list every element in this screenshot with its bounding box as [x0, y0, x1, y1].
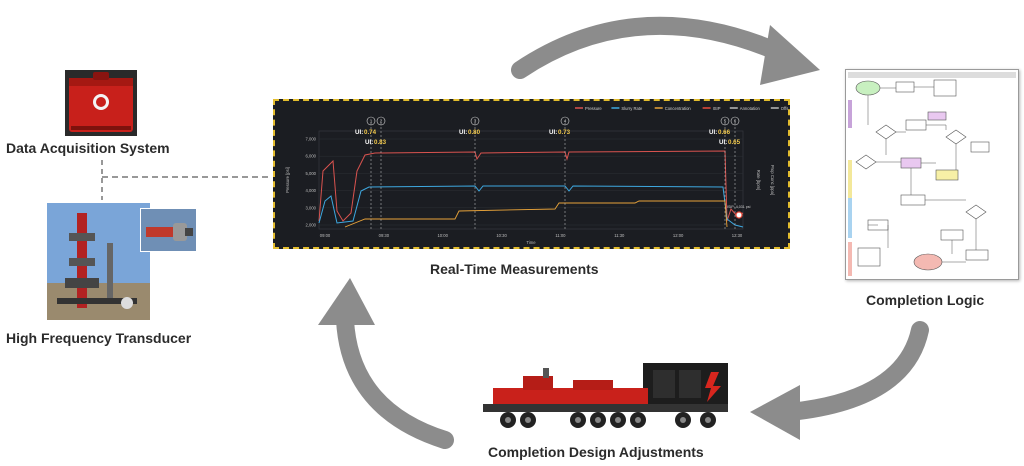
x-tick-label: 10:30 [496, 233, 507, 238]
marker-ui-label: UI: [355, 129, 363, 136]
marker-circle [376, 116, 386, 126]
completion-logic-flowchart [845, 69, 1019, 280]
legend-entry: Pressure [585, 106, 602, 111]
marker-number: 2 [380, 119, 383, 124]
series-concentration [344, 200, 728, 228]
marker-ui-label: UI: [365, 139, 373, 146]
real-time-chart-panel: Pressure Slurry Rate Concentration ISIP Anno… [273, 99, 790, 249]
y-tick-label: 6,000 [306, 154, 317, 159]
x-tick-label: 11:00 [555, 233, 566, 238]
isip-annotation: ISIP: 4,031 psi [727, 205, 751, 209]
marker-ui-label: UI: [459, 129, 467, 136]
marker-ui-value: 0.74 [364, 129, 377, 136]
marker-number: 6 [734, 119, 737, 124]
x-tick-label: 09:00 [320, 233, 331, 238]
y-tick-label: 5,000 [306, 171, 317, 176]
data-acquisition-case-image [65, 70, 137, 136]
data-acquisition-label: Data Acquisition System [6, 140, 170, 156]
legend-entry: Slurry Rate [621, 106, 643, 111]
x-tick-label: 12:00 [673, 233, 684, 238]
real-time-label: Real-Time Measurements [430, 261, 599, 277]
marker-number: 3 [474, 119, 477, 124]
legend-entry: Concentration [665, 106, 692, 111]
marker-ui-value: 0.83 [374, 139, 387, 146]
y-tick-label: 7,000 [306, 137, 317, 142]
marker-ui-value: 0.65 [728, 139, 741, 146]
wellhead-image [47, 203, 150, 320]
series-slurry-rate [318, 185, 744, 228]
y2-axis-label: Rate [bpm] [756, 170, 761, 190]
marker-ui-label: UI: [549, 129, 557, 136]
x-tick-label: 10:00 [437, 233, 448, 238]
plot-area [318, 130, 744, 230]
arrow-right-head [750, 385, 800, 440]
real-time-chart: Pressure Slurry Rate Concentration ISIP Anno… [285, 106, 788, 245]
x-axis-label: Time [526, 240, 536, 245]
marker-ui-label: UI: [719, 139, 727, 146]
marker-circle [470, 116, 480, 126]
completion-logic-label: Completion Logic [866, 292, 985, 308]
frac-truck-image [483, 358, 738, 440]
marker-ui-value: 0.66 [718, 129, 731, 136]
marker-circle [730, 116, 740, 126]
legend-entry: ISIP [713, 106, 721, 111]
marker-number: 4 [564, 119, 567, 124]
x-tick-label: 09:30 [379, 233, 390, 238]
marker-number: 1 [370, 119, 373, 124]
legend-entry: Offset Pressure [781, 106, 788, 111]
arrow-left [336, 311, 454, 449]
isip-point [735, 211, 743, 219]
marker-ui-value: 0.73 [558, 129, 571, 136]
x-tick-label: 11:30 [614, 233, 625, 238]
marker-circle [560, 116, 570, 126]
high-frequency-label: High Frequency Transducer [6, 330, 192, 346]
marker-ui-label: UI: [709, 129, 717, 136]
marker-circle [720, 116, 730, 126]
x-tick-label: 12:30 [732, 233, 743, 238]
arrow-top-head [760, 25, 820, 85]
arrow-right [781, 321, 929, 421]
marker-circle [366, 116, 376, 126]
transducer-closeup-image [140, 208, 197, 252]
marker-ui-value: 0.80 [468, 129, 481, 136]
y3-axis-label: Prop Conc [ppa] [770, 165, 775, 195]
marker-number: 5 [724, 119, 727, 124]
y-tick-label: 4,000 [306, 188, 317, 193]
arrow-top [511, 16, 794, 79]
arrow-left-head [318, 278, 375, 325]
design-adjustments-label: Completion Design Adjustments [488, 444, 704, 460]
y-tick-label: 2,000 [306, 223, 317, 228]
y-axis-label: Pressure [psi] [285, 167, 290, 193]
y-tick-label: 3,000 [306, 205, 317, 210]
legend-entry: Annotation [740, 106, 761, 111]
